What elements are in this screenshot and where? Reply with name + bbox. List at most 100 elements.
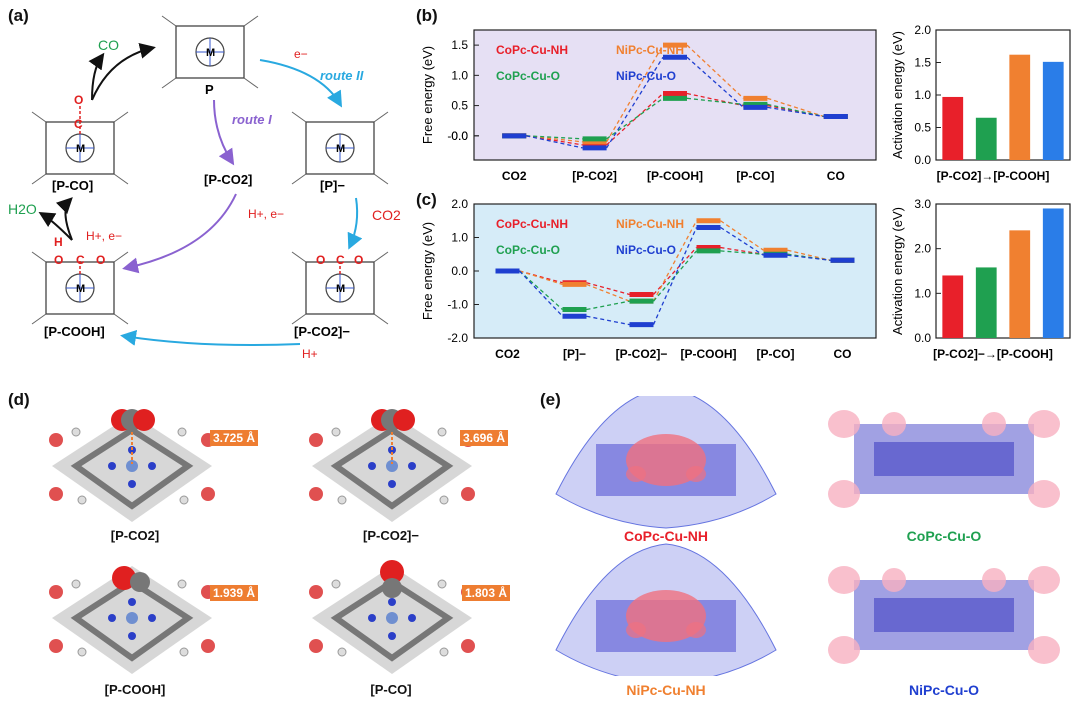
y-tick-label: 1.0 <box>451 68 468 82</box>
panel-label-d: (d) <box>8 390 30 409</box>
panel-label-b: (b) <box>416 6 438 25</box>
bar <box>942 275 964 338</box>
bar <box>1042 61 1064 160</box>
y-tick-label: -0.0 <box>447 129 468 143</box>
series-connector <box>767 106 824 118</box>
y-tick-label: -2.0 <box>447 331 468 345</box>
y-tick-label: 2.0 <box>451 197 468 211</box>
x-tick-label: [P-CO] <box>757 347 795 361</box>
density-label: NiPc-Cu-NH <box>626 682 706 698</box>
label-P-CO2-minus: [P-CO2]− <box>294 324 350 339</box>
label-CO-product: CO <box>98 37 119 53</box>
svg-text:O: O <box>354 253 363 267</box>
y-tick-label: 1.5 <box>914 56 931 70</box>
y-axis-label: Activation energy (eV) <box>890 31 905 159</box>
y-tick-label: 2.0 <box>914 242 931 256</box>
label-H2O: H2O <box>8 201 37 217</box>
label-route-II: route II <box>320 68 364 83</box>
svg-text:M: M <box>76 143 85 155</box>
series-connector <box>787 254 831 261</box>
y-axis-label: Activation energy (eV) <box>890 207 905 335</box>
structure-label: [P-CO2] <box>110 528 160 543</box>
series-connector <box>652 227 698 325</box>
x-tick-label: [P-CO2] <box>572 169 617 183</box>
y-tick-label: 0.0 <box>451 264 468 278</box>
label-P-minus: [P]− <box>320 178 345 193</box>
panel-label-e: (e) <box>540 390 561 409</box>
series-connector <box>652 220 698 302</box>
structure-label: [P-CO2]− <box>363 528 419 543</box>
x-axis-label: [P-CO2]→[P-COOH] <box>937 169 1050 183</box>
distance-label: 3.696 Å <box>460 430 509 446</box>
series-connector <box>586 300 630 311</box>
panel-label-a: (a) <box>8 6 29 25</box>
x-tick-label: CO <box>834 347 852 361</box>
series-connector <box>519 270 563 286</box>
reaction-scheme: M M M M M O C H O C O O C O P [P-CO] [P-… <box>8 15 401 361</box>
structure-label: [P-CO] <box>370 682 412 697</box>
x-tick-label: [P-COOH] <box>647 169 703 183</box>
series-connector <box>767 103 824 118</box>
adsorption-structures <box>20 409 540 700</box>
bar <box>975 117 997 160</box>
svg-text:H+: H+ <box>302 347 318 361</box>
y-tick-label: 3.0 <box>914 197 931 211</box>
svg-text:H+, e−: H+, e− <box>248 207 284 221</box>
series-connector <box>606 44 664 143</box>
legend-entry: NiPc-Cu-NH <box>616 217 684 231</box>
series-connector <box>606 97 664 140</box>
bar <box>975 267 997 338</box>
x-tick-label: [P-COOH] <box>681 347 737 361</box>
y-tick-label: 0.0 <box>914 331 931 345</box>
label-P-CO2: [P-CO2] <box>204 172 252 187</box>
y-tick-label: 1.0 <box>451 231 468 245</box>
density-label: NiPc-Cu-O <box>909 682 979 698</box>
bar <box>1009 230 1031 338</box>
y-tick-label: 1.0 <box>914 88 931 102</box>
series-connector <box>519 270 563 311</box>
label-P: P <box>205 82 214 97</box>
svg-text:M: M <box>76 283 85 295</box>
distance-label: 1.803 Å <box>462 585 511 601</box>
label-route-I: route I <box>232 112 272 127</box>
svg-text:M: M <box>206 47 215 59</box>
y-tick-label: -1.0 <box>447 298 468 312</box>
y-tick-label: 0.0 <box>914 153 931 167</box>
x-tick-label: CO <box>827 169 845 183</box>
svg-text:O: O <box>316 253 325 267</box>
series-connector <box>606 56 664 149</box>
y-tick-label: 0.5 <box>914 121 931 135</box>
series-connector <box>686 56 744 108</box>
legend-entry: NiPc-Cu-O <box>616 69 676 83</box>
distance-label: 3.725 Å <box>210 430 259 446</box>
x-tick-label: CO2 <box>502 169 527 183</box>
svg-text:M: M <box>336 283 345 295</box>
y-tick-label: 1.5 <box>451 38 468 52</box>
series-connector <box>606 93 664 146</box>
svg-text:M: M <box>336 143 345 155</box>
svg-text:C: C <box>336 253 345 267</box>
y-tick-label: 1.0 <box>914 286 931 300</box>
series-connector <box>720 250 764 255</box>
svg-text:C: C <box>76 253 85 267</box>
series-connector <box>586 315 630 326</box>
label-P-CO: [P-CO] <box>52 178 93 193</box>
x-tick-label: [P-CO2]− <box>616 347 668 361</box>
series-connector <box>526 135 583 140</box>
bar <box>1042 208 1064 338</box>
legend-entry: NiPc-Cu-NH <box>616 43 684 57</box>
y-axis-label: Free energy (eV) <box>420 222 435 320</box>
x-axis-label: [P-CO2]−→[P-COOH] <box>933 347 1053 361</box>
svg-text:H: H <box>54 235 63 249</box>
x-tick-label: [P-CO] <box>736 169 774 183</box>
density-label: CoPc-Cu-O <box>906 528 982 544</box>
legend-entry: CoPc-Cu-NH <box>496 217 568 231</box>
series-connector <box>720 226 764 256</box>
series-connector <box>720 220 764 251</box>
label-P-COOH: [P-COOH] <box>44 324 105 339</box>
panel-label-c: (c) <box>416 190 437 209</box>
